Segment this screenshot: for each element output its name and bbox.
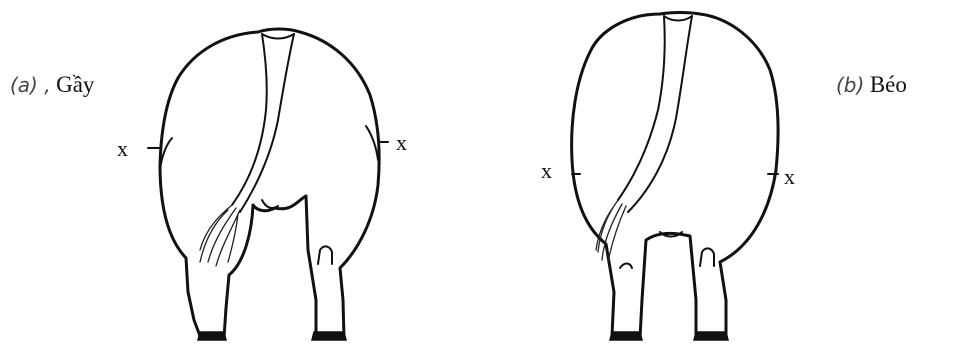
thin-cow-hoof-left	[198, 332, 226, 340]
thin-cow-body-outline	[160, 29, 379, 338]
thin-cow-hoof-right	[312, 332, 346, 340]
panel-a-letter: (a) ,	[10, 73, 51, 97]
fat-cow-body-outline	[572, 13, 778, 339]
panel-b-letter: (b)	[836, 73, 864, 97]
panel-a-caption: Gầy	[56, 72, 94, 97]
panel-a-mark-right: x	[396, 130, 407, 156]
fat-cow-hoof-left	[610, 332, 642, 340]
panel-b-mark-right: x	[784, 164, 795, 190]
panel-a-label: (a) , Gầy	[10, 72, 94, 98]
panel-b-caption: Béo	[870, 72, 907, 97]
panel-b-mark-left: x	[541, 158, 552, 184]
fat-cow-hoof-right	[694, 332, 728, 340]
thin-cow-drawing	[148, 29, 388, 340]
panel-b-label: (b) Béo	[836, 72, 907, 98]
panel-a-mark-left: x	[117, 136, 128, 162]
fat-cow-drawing	[572, 13, 778, 341]
